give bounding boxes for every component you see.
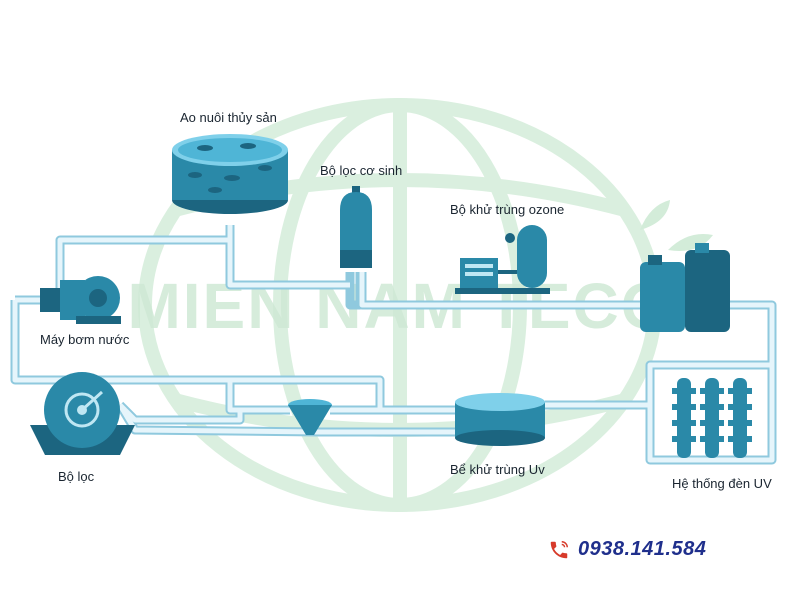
label-uv-tank: Bể khử trùng Uv [450, 462, 545, 477]
contact-phone[interactable]: 0938.141.584 [548, 538, 706, 561]
label-ozone: Bộ khử trùng ozone [450, 202, 565, 217]
uv-lamps-icon [672, 378, 752, 458]
ozone-generator-icon [455, 225, 550, 294]
label-bio-filter: Bộ lọc cơ sinh [320, 163, 403, 178]
watermark-leaf-icon [640, 200, 713, 251]
drum-filter-icon [30, 372, 135, 455]
storage-tanks-icon [640, 243, 730, 332]
label-uv-lamps: Hệ thống đèn UV [672, 476, 772, 491]
pipe-network [10, 225, 777, 465]
water-pump-icon [40, 276, 121, 324]
fish-icon [188, 143, 272, 193]
label-pump: Máy bơm nước [40, 332, 130, 347]
bio-filter-icon [340, 186, 372, 268]
uv-tank-icon [455, 393, 545, 446]
pond-icon [172, 134, 288, 214]
settling-cone-icon [288, 399, 332, 435]
label-pond: Ao nuôi thủy sản [180, 110, 277, 125]
phone-icon [550, 540, 568, 558]
phone-number: 0938.141.584 [578, 538, 707, 560]
label-filter: Bộ lọc [58, 469, 95, 484]
